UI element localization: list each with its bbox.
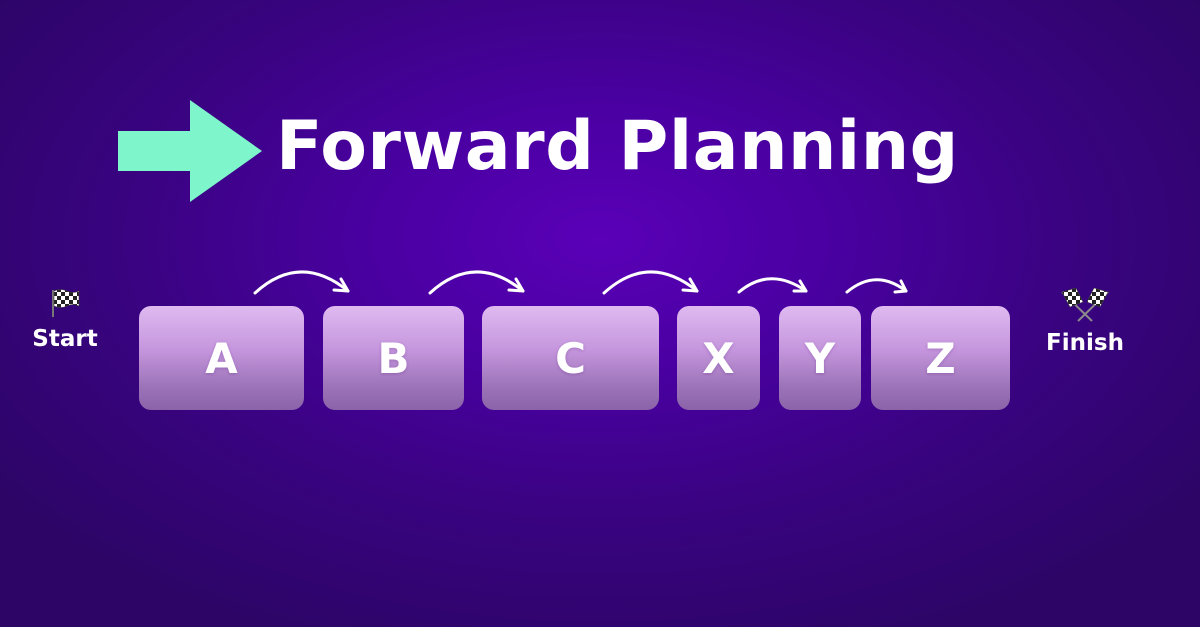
page-title: Forward Planning [276,107,959,186]
step-b: B [323,306,464,410]
step-a-label: A [205,333,238,383]
curved-arrow-icon [428,270,525,295]
right-arrow-icon [118,100,262,202]
crossed-checkered-flags-icon [1061,288,1109,322]
step-x-label: X [702,333,735,383]
curved-arrow-icon [602,270,699,295]
finish-marker: Finish [1038,288,1132,356]
step-a: A [139,306,304,410]
step-c: C [482,306,659,410]
checkered-flag-icon [52,289,80,317]
step-y: Y [779,306,861,410]
curved-arrow-icon [737,277,808,294]
start-marker: Start [24,288,106,352]
step-c-label: C [555,333,586,383]
step-z-label: Z [925,333,956,383]
curved-arrow-icon [845,278,908,294]
step-y-label: Y [804,333,836,383]
step-x: X [677,306,760,410]
start-label: Start [32,326,98,352]
step-z: Z [871,306,1010,410]
curved-arrow-icon [253,270,350,295]
finish-label: Finish [1046,330,1124,356]
step-b-label: B [377,333,410,383]
